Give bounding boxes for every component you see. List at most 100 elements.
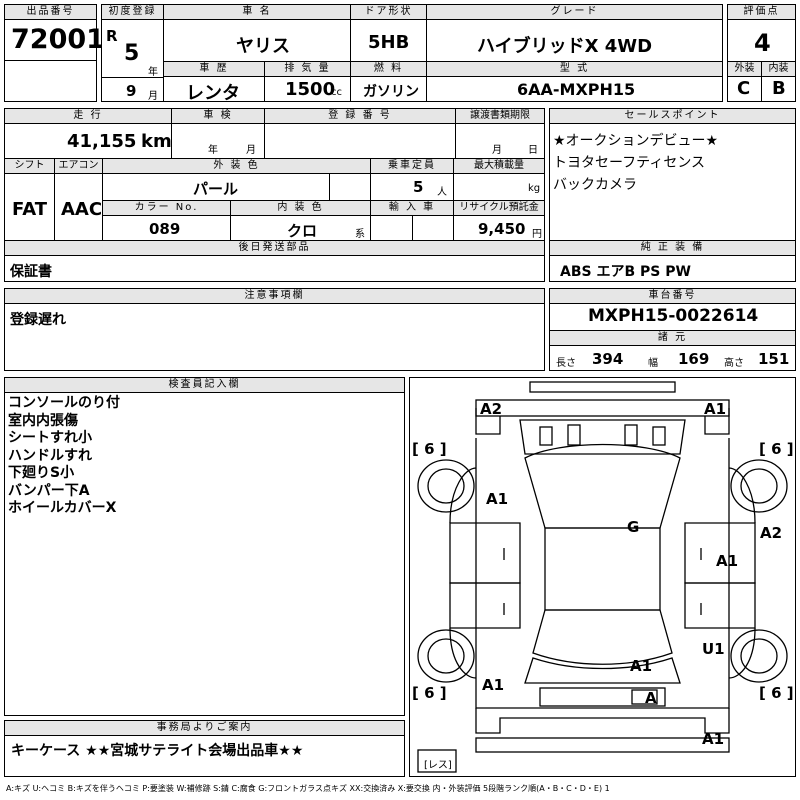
interior-color-unit: 系: [355, 229, 365, 240]
inspector-notes-list: コンソールのり付 室内内張傷 シートすれ小 ハンドルすれ 下廻りS小 バンパー下…: [8, 395, 120, 518]
transfer-deadline-box: 譲渡書類期限 月 日: [455, 108, 545, 159]
recycle-box: リサイクル預託金 9,450 円: [453, 200, 545, 241]
interior-color-box: 内 装 色 クロ 系: [230, 200, 371, 241]
length-label: 長さ: [556, 358, 576, 369]
lot-number: 72001: [11, 24, 105, 55]
car-history: レンタ: [186, 83, 240, 104]
tyre-rear-left-label: [ 6 ]: [412, 684, 447, 702]
shift-type: FAT: [12, 199, 48, 220]
inspector-note: 室内内張傷: [8, 412, 78, 429]
score-box: 評価点 4: [727, 4, 796, 62]
divider: [412, 215, 413, 240]
exterior-color-header: 外 装 色: [103, 159, 370, 174]
damage-mark: U1: [702, 640, 725, 658]
door-type: 5HB: [368, 32, 410, 53]
model-code: 6AA-MXPH15: [517, 80, 636, 99]
shift-header: シフト: [5, 159, 54, 174]
sales-points-list: ★オークションデビュー★ トヨタセーフティセンス バックカメラ: [553, 130, 718, 196]
tyre-front-right-label: [ 6 ]: [759, 440, 794, 458]
exterior-color: パール: [193, 180, 239, 198]
max-load-header: 最大積載量: [454, 159, 544, 174]
capacity: 5: [413, 178, 424, 196]
damage-diagram: [ 6 ] [ 6 ] [ 6 ] [ 6 ] [レス] A2 A1 A1 A2…: [409, 377, 796, 777]
sales-points-box: セールスポイント ★オークションデビュー★ トヨタセーフティセンス バックカメラ: [549, 108, 796, 241]
fuel: ガソリン: [363, 84, 419, 100]
history-box: 車 歴 レンタ: [163, 61, 265, 104]
damage-mark: A1: [486, 490, 509, 508]
fuel-box: 燃 料 ガソリン: [350, 61, 427, 102]
damage-mark: A1: [630, 657, 653, 675]
color-number-box: カラー No. 089: [102, 200, 231, 241]
inspector-note: シートすれ小: [8, 430, 92, 446]
shift-box: シフト FAT: [4, 158, 55, 241]
car-outline: [417, 381, 788, 773]
color-number-header: カラー No.: [103, 201, 230, 216]
aircon-header: エアコン: [55, 159, 102, 174]
year-unit: 年: [148, 67, 158, 78]
displacement-header: 排 気 量: [265, 62, 350, 77]
later-parts-header: 後日発送部品: [5, 241, 544, 256]
recycle-unit: 円: [532, 229, 542, 240]
chassis-header: 車台番号: [550, 289, 795, 304]
car-name-box: 車 名 ヤリス: [163, 4, 351, 62]
office-note-box: 事務局よりご案内 キーケース ★★宮城サテライト会場出品車★★: [4, 720, 405, 777]
grade: ハイブリッドX 4WD: [477, 36, 653, 57]
width-label: 幅: [648, 358, 658, 369]
transfer-month-unit: 月: [492, 145, 502, 156]
capacity-box: 乗車定員 5 人: [370, 158, 454, 201]
chassis-number: MXPH15-0022614: [588, 306, 759, 326]
aircon-box: エアコン AAC: [54, 158, 103, 241]
notes-header: 注意事項欄: [5, 289, 544, 304]
registration-number-box: 登 録 番 号: [264, 108, 456, 159]
width: 169: [678, 350, 710, 368]
interior-color-header: 内 装 色: [231, 201, 370, 216]
damage-mark: A2: [480, 400, 503, 418]
import-box: 輸 入 車: [370, 200, 454, 241]
lot-number-box: 出品番号 72001: [4, 4, 105, 61]
spare-tyre-label: [レス]: [424, 760, 452, 771]
genuine-equipment: ABS エアB PS PW: [560, 264, 691, 280]
first-registration-year: 5: [124, 41, 140, 66]
office-note-header: 事務局よりご案内: [5, 721, 404, 736]
score-header: 評価点: [728, 5, 795, 20]
damage-mark: A1: [482, 676, 505, 694]
damage-mark: G: [627, 518, 640, 536]
recycle-header: リサイクル預託金: [454, 201, 544, 216]
grade-box: グレード ハイブリッドX 4WD: [426, 4, 723, 62]
displacement-unit: cc: [331, 87, 342, 98]
interior-score: B: [772, 78, 786, 99]
notes-box: 注意事項欄 登録遅れ: [4, 288, 545, 371]
aircon-type: AAC: [61, 199, 103, 220]
mileage-value: 41,155: [67, 131, 137, 152]
overall-score: 4: [754, 29, 771, 57]
month-unit: 月: [148, 91, 158, 102]
interior-color: クロ: [287, 222, 318, 240]
first-registration-month: 9: [126, 82, 137, 100]
fuel-header: 燃 料: [351, 62, 426, 77]
height: 151: [758, 350, 790, 368]
inspection-box: 車 検 年 月: [171, 108, 265, 159]
inspector-note: コンソールのり付: [8, 395, 120, 411]
inspection-month-unit: 月: [246, 145, 256, 156]
tyre-rear-right-label: [ 6 ]: [759, 684, 794, 702]
height-label: 高さ: [724, 358, 744, 369]
max-load-unit: kg: [528, 183, 541, 194]
interior-score-box: 内装 B: [761, 61, 796, 102]
transfer-deadline-header: 譲渡書類期限: [456, 109, 544, 124]
lot-blank-box: [4, 60, 97, 102]
exterior-header: 外装: [728, 62, 761, 77]
damage-mark: A1: [704, 400, 727, 418]
later-parts: 保証書: [10, 264, 52, 280]
door-box: ドア形状 5HB: [350, 4, 427, 62]
model-box: 型 式 6AA-MXPH15: [426, 61, 723, 102]
inspection-year-unit: 年: [208, 145, 218, 156]
sales-point: ★オークションデビュー★: [553, 133, 719, 149]
divider: [550, 330, 795, 331]
max-load-box: 最大積載量 kg: [453, 158, 545, 201]
sales-point: バックカメラ: [553, 177, 637, 193]
office-note: キーケース ★★宮城サテライト会場出品車★★: [11, 743, 304, 759]
damage-mark: A1: [702, 730, 725, 748]
sales-point: トヨタセーフティセンス: [553, 155, 706, 171]
recycle-fee: 9,450: [478, 220, 526, 238]
transfer-day-unit: 日: [528, 145, 538, 156]
